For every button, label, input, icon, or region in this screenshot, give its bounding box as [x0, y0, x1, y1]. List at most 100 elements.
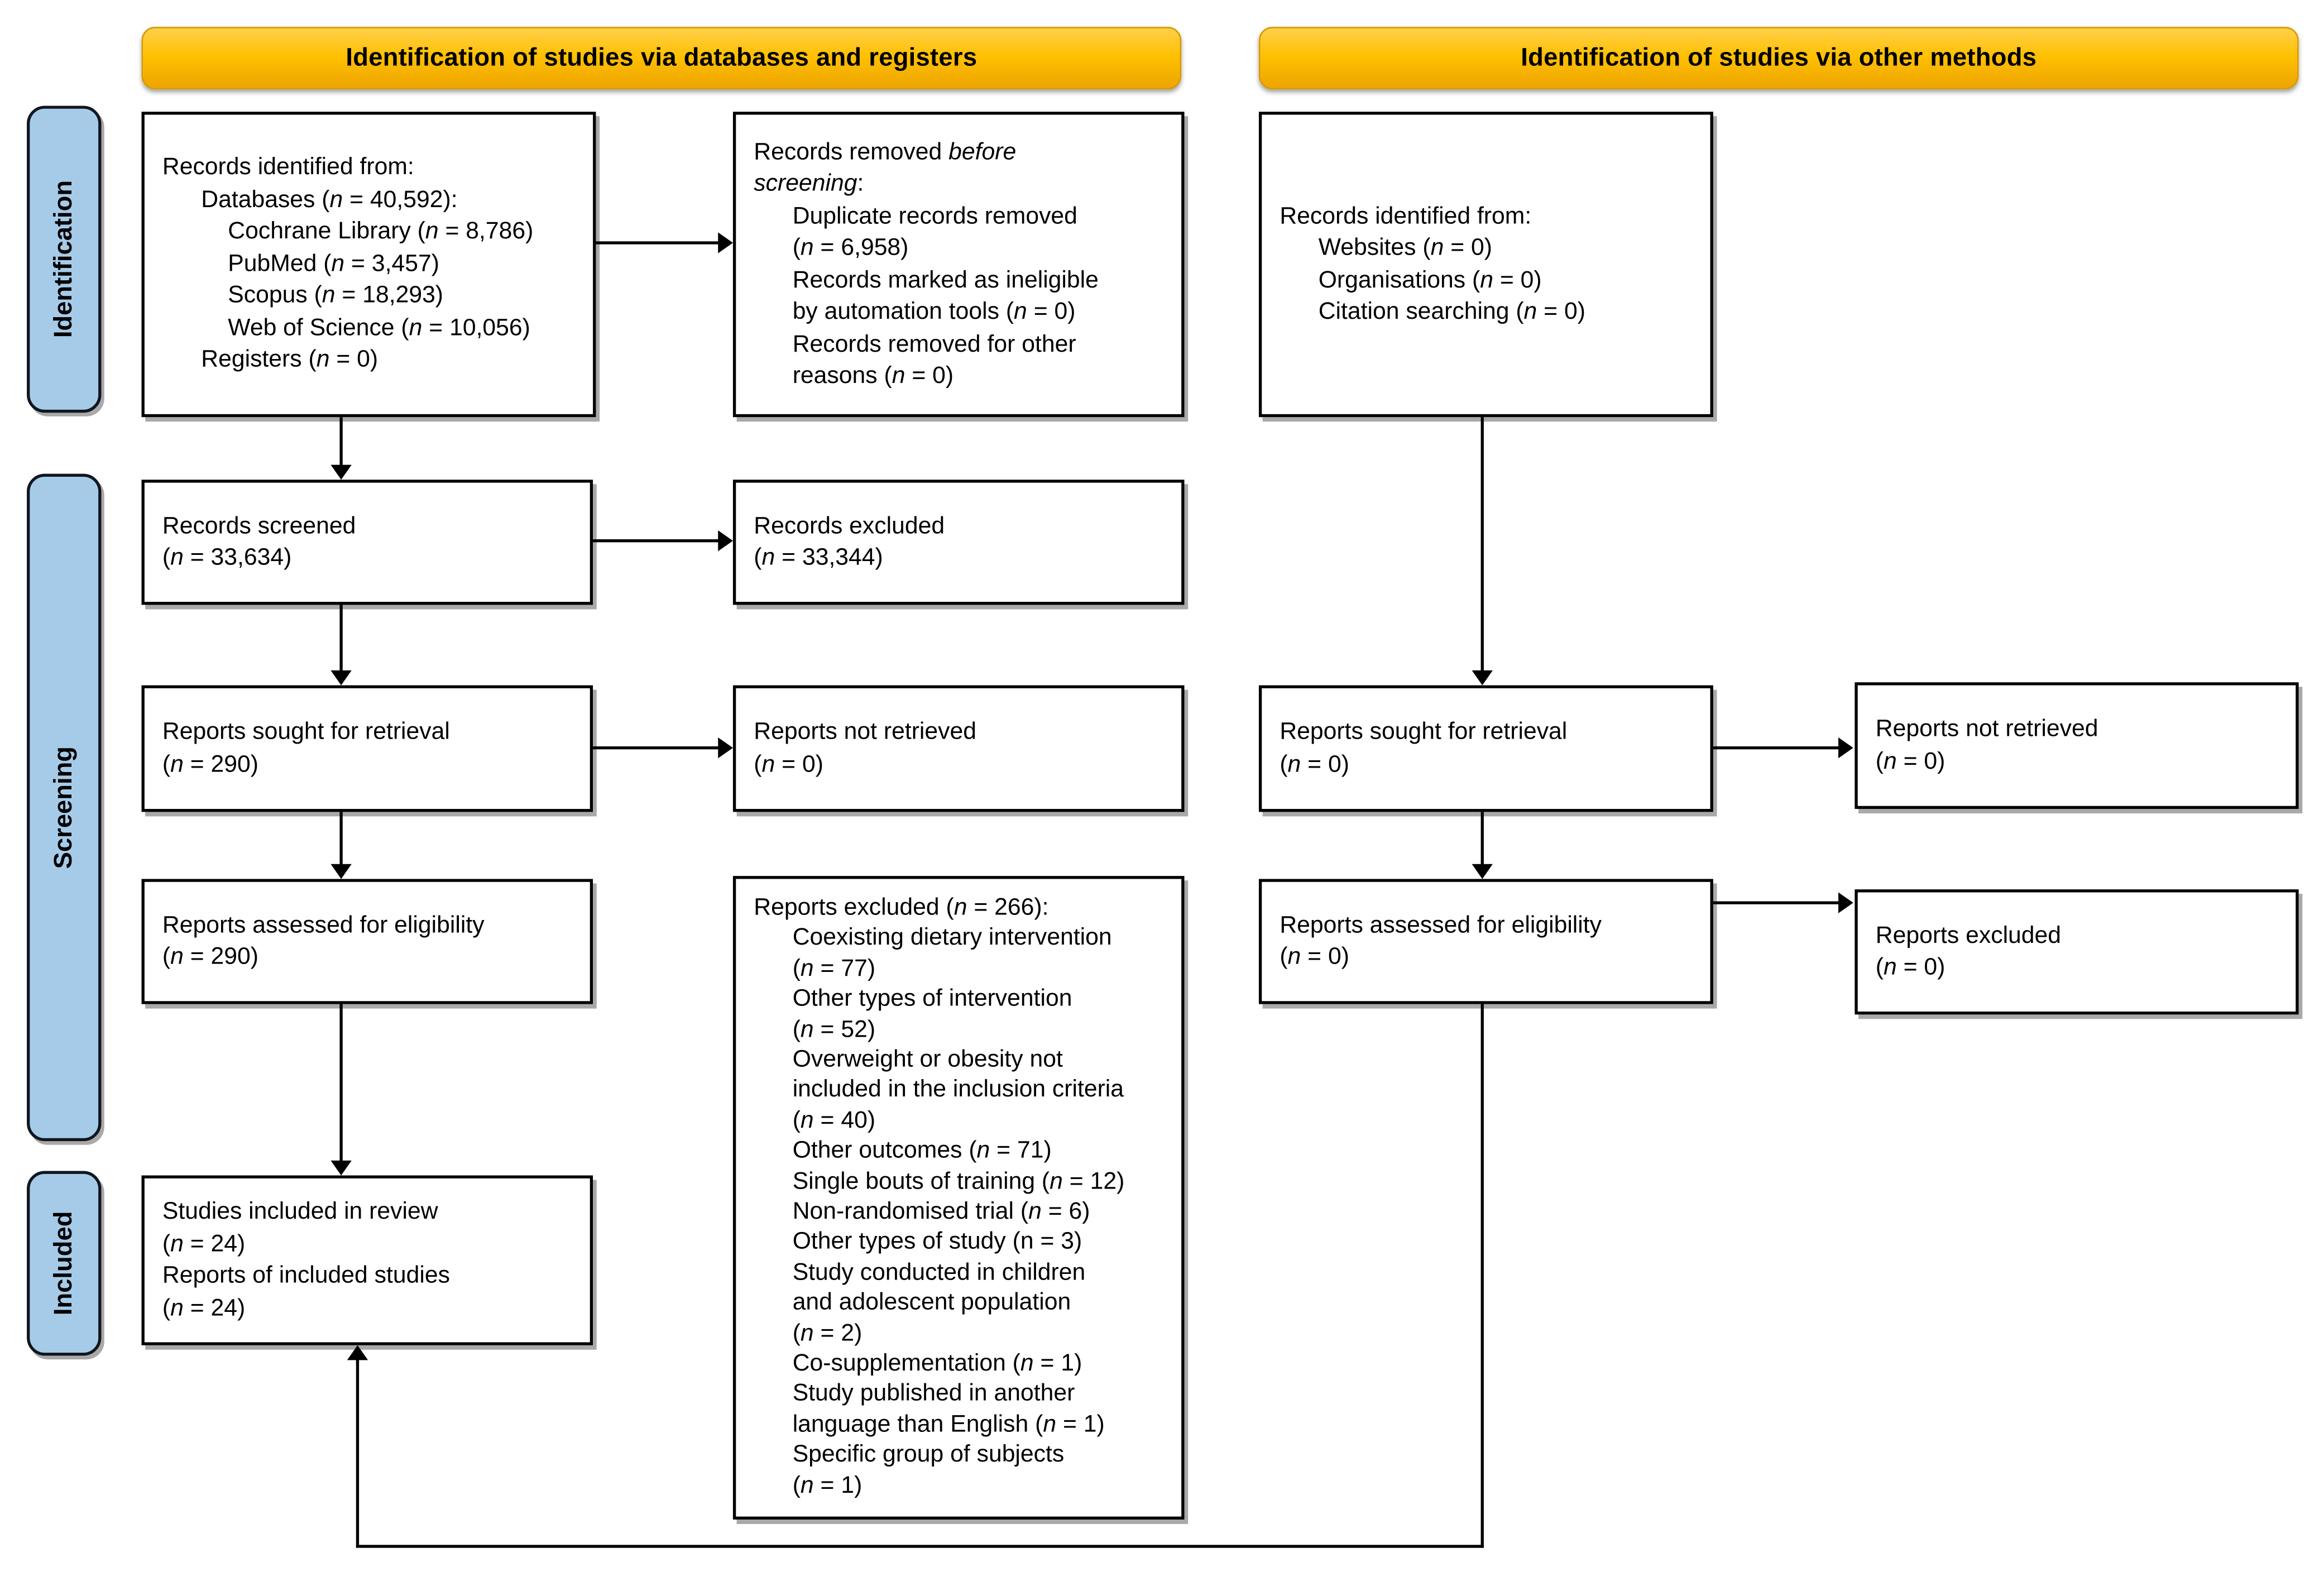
box-reports-not-retrieved-databases: Reports not retrieved (n = 0)	[732, 685, 1185, 812]
box-text-line: Reports sought for retrieval	[162, 719, 450, 745]
arrow-identified-other-to-sought-line	[1480, 417, 1484, 672]
arrow-identified-to-removed-line	[596, 241, 720, 245]
box-text-line: Reports of included studies	[162, 1263, 450, 1289]
header-other-methods: Identification of studies via other meth…	[1258, 27, 2299, 90]
box-text-line: (n = 77)	[792, 956, 876, 981]
box-text-line: Other types of intervention	[792, 986, 1072, 1012]
box-text-line: Reports excluded	[1875, 923, 2062, 948]
arrow-sought-to-assessed-line	[339, 812, 343, 868]
box-reports-assessed-databases: Reports assessed for eligibility (n = 290…	[141, 879, 593, 1004]
box-text-line: Cochrane Library (n = 8,786)	[228, 219, 534, 245]
box-text-line: Registers (n = 0)	[201, 347, 378, 373]
box-text-line: Overweight or obesity not	[792, 1047, 1063, 1073]
box-reports-excluded-reasons: Reports excluded (n = 266): Coexisting di…	[732, 876, 1185, 1520]
stage-label-screening-text: Screening	[49, 746, 78, 869]
arrow-screened-to-excluded-line	[593, 539, 720, 543]
box-text-line: reasons (n = 0)	[792, 363, 954, 389]
arrow-sought-other-to-notretrieved-head	[1838, 737, 1853, 759]
box-text-line: Coexisting dietary intervention	[792, 926, 1112, 951]
box-text-line: Web of Science (n = 10,056)	[228, 315, 530, 341]
arrow-sought-to-notretrieved-line	[593, 746, 720, 750]
arrow-screened-to-sought-line	[339, 605, 343, 672]
box-text-line: Duplicate records removed	[792, 203, 1077, 229]
box-reports-sought-other: Reports sought for retrieval (n = 0)	[1258, 685, 1713, 812]
connector-assessed-other-down-line	[1480, 1004, 1484, 1548]
box-studies-included: Studies included in review (n = 24) Report…	[141, 1175, 593, 1345]
arrow-sought-to-assessed-head	[330, 864, 352, 879]
arrow-identified-other-to-sought-head	[1472, 670, 1493, 686]
box-text-line: Scopus (n = 18,293)	[228, 283, 444, 309]
arrow-identified-to-screened-line	[339, 417, 343, 468]
box-records-screened: Records screened (n = 33,634)	[141, 480, 593, 605]
box-text-line: (n = 290)	[162, 944, 259, 970]
stage-label-included-text: Included	[49, 1211, 78, 1316]
box-text-line: Records removed for other	[792, 331, 1076, 357]
box-text-line: (n = 0)	[1875, 955, 1946, 980]
box-text-line: (n = 24)	[162, 1231, 246, 1257]
box-text-line: (n = 290)	[162, 751, 259, 777]
box-text-line: Non-randomised trial (n = 6)	[792, 1199, 1090, 1225]
box-records-excluded: Records excluded (n = 33,344)	[732, 480, 1185, 605]
arrow-assessed-to-included-head	[330, 1160, 352, 1176]
box-text-line: Other outcomes (n = 71)	[792, 1138, 1052, 1164]
box-text-line: Single bouts of training (n = 12)	[792, 1168, 1125, 1195]
box-text-line: Records identified from:	[162, 155, 414, 181]
box-text-line: (n = 0)	[1280, 944, 1349, 970]
box-text-line: Reports sought for retrieval	[1280, 719, 1568, 745]
header-databases-registers: Identification of studies via databases …	[141, 27, 1182, 90]
box-text-line: Records screened	[162, 513, 356, 539]
arrow-sought-other-to-assessed-head	[1472, 864, 1493, 879]
box-text-line: Records removed before	[754, 139, 1017, 165]
box-text-line: Reports assessed for eligibility	[162, 912, 485, 938]
arrow-sought-to-notretrieved-head	[718, 737, 733, 759]
arrow-sought-other-to-assessed-line	[1480, 812, 1484, 866]
box-text-line: Studies included in review	[162, 1199, 438, 1225]
box-text-line: Study published in another	[792, 1381, 1075, 1407]
box-text-line: Study conducted in children	[792, 1260, 1086, 1286]
box-text-line: (n = 6,958)	[792, 235, 909, 261]
box-text-line: (n = 52)	[792, 1017, 876, 1042]
arrow-sought-other-to-notretrieved-line	[1713, 746, 1840, 750]
box-records-identified-other: Records identified from: Websites (n = 0)…	[1258, 112, 1713, 418]
box-text-line: (n = 0)	[754, 751, 823, 777]
box-text-line: Reports excluded (n = 266):	[754, 895, 1049, 921]
box-text-line: included in the inclusion criteria	[792, 1077, 1124, 1103]
arrow-identified-to-removed-head	[718, 232, 733, 253]
box-text-line: (n = 40)	[792, 1108, 876, 1134]
arrow-merge-to-included-line	[356, 1358, 360, 1546]
arrow-assessed-other-to-excluded-line	[1713, 901, 1840, 904]
box-text-line: (n = 33,634)	[162, 545, 292, 571]
box-text-line: Records identified from:	[1280, 203, 1532, 229]
stage-label-identification-text: Identification	[49, 180, 78, 338]
box-reports-not-retrieved-other: Reports not retrieved (n = 0)	[1855, 682, 2299, 809]
box-text-line: Specific group of subjects	[792, 1442, 1065, 1468]
box-text-line: Reports not retrieved	[754, 719, 977, 745]
arrow-assessed-to-included-line	[339, 1004, 343, 1162]
box-text-line: Co-supplementation (n = 1)	[792, 1351, 1082, 1377]
box-text-line: (n = 33,344)	[754, 545, 883, 571]
stage-label-included: Included	[27, 1171, 102, 1356]
box-text-line: (n = 0)	[1875, 748, 1946, 774]
box-text-line: and adolescent population	[792, 1290, 1071, 1316]
box-text-line: Websites (n = 0)	[1318, 235, 1493, 261]
stage-label-screening: Screening	[27, 473, 102, 1142]
arrow-identified-to-screened-head	[330, 464, 352, 480]
box-text-line: Records marked as ineligible	[792, 267, 1099, 293]
box-text-line: Reports not retrieved	[1875, 716, 2098, 742]
box-text-line: Other types of study (n = 3)	[792, 1229, 1082, 1256]
box-text-line: (n = 1)	[792, 1473, 862, 1498]
box-text-line: Citation searching (n = 0)	[1318, 299, 1585, 325]
arrow-screened-to-sought-head	[330, 670, 352, 686]
box-reports-sought-databases: Reports sought for retrieval (n = 290)	[141, 685, 593, 812]
box-reports-excluded-other: Reports excluded (n = 0)	[1855, 889, 2299, 1015]
box-text-line: (n = 24)	[162, 1295, 246, 1321]
box-text-line: Records excluded	[754, 513, 945, 539]
box-text-line: Databases (n = 40,592):	[201, 187, 458, 213]
box-text-line: PubMed (n = 3,457)	[228, 251, 439, 277]
box-text-line: (n = 0)	[1280, 751, 1349, 777]
box-text-line: by automation tools (n = 0)	[792, 299, 1076, 325]
box-records-identified-databases: Records identified from: Databases (n = 4…	[141, 112, 596, 418]
